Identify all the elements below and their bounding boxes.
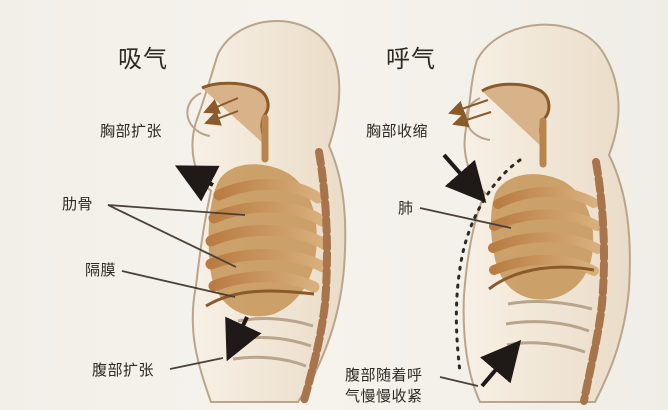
inhale-title: 吸气 <box>118 46 168 72</box>
diaphragm-label: 隔膜 <box>85 262 116 279</box>
exhale-title: 呼气 <box>386 46 436 72</box>
chest-contract-label: 胸部收缩 <box>366 123 428 140</box>
inhale-figure <box>108 21 345 402</box>
ribs-label: 肋骨 <box>62 196 93 213</box>
abdomen-contract-label-line-1: 腹部随着呼 <box>345 367 423 384</box>
abdomen-contract-label-line-2: 气慢慢收紧 <box>345 388 423 405</box>
lung-label: 肺 <box>398 200 414 217</box>
exhale-figure <box>420 25 630 402</box>
chest-expand-label: 胸部扩张 <box>100 123 162 140</box>
abdomen-expand-label: 腹部扩张 <box>92 362 154 379</box>
